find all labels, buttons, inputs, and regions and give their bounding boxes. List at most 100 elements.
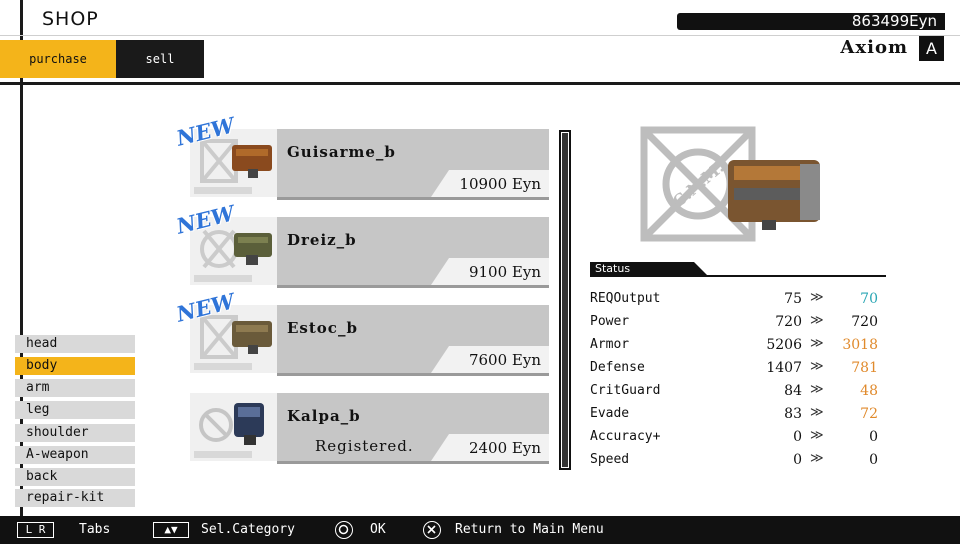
status-header: Status <box>590 262 708 276</box>
compare-arrow-icon: ≫ <box>810 405 824 420</box>
control-hints-bar: L R Tabs ▲▼ Sel.Category OK Return to Ma… <box>0 516 960 544</box>
item-panel: Kalpa_b Registered. 2400 Eyn <box>277 393 549 464</box>
stat-row-defense: Defense 1407 ≫ 781 <box>590 359 886 380</box>
stat-row-crit-guard: CritGuard 84 ≫ 48 <box>590 382 886 403</box>
shop-item[interactable]: Estoc_b 7600 Eyn NEW <box>174 288 550 377</box>
item-thumbnail <box>190 305 277 373</box>
hint-tabs: Tabs <box>79 522 111 537</box>
stat-new: 720 <box>851 314 878 330</box>
price-band <box>431 346 549 373</box>
price-band <box>431 258 549 285</box>
tab-sell[interactable]: sell <box>116 40 204 78</box>
stat-row-power: Power 720 ≫ 720 <box>590 313 886 334</box>
stat-new: 781 <box>851 360 878 376</box>
tab-purchase[interactable]: purchase <box>0 40 116 78</box>
shop-item[interactable]: Kalpa_b Registered. 2400 Eyn <box>190 393 550 465</box>
compare-arrow-icon: ≫ <box>810 336 824 351</box>
stat-label: Evade <box>590 406 630 421</box>
item-price: 7600 Eyn <box>468 351 541 369</box>
stat-current: 5206 <box>766 337 802 353</box>
category-repair-kit[interactable]: repair-kit <box>15 489 135 507</box>
body-part-icon <box>200 315 272 359</box>
stat-new: 72 <box>860 406 878 422</box>
stat-new: 3018 <box>842 337 878 353</box>
character-name: Axiom <box>840 37 908 58</box>
stat-label: REQOutput <box>590 291 661 306</box>
item-name: Kalpa_b <box>287 407 361 425</box>
body-part-icon <box>200 139 272 183</box>
shop-item[interactable]: Dreiz_b 9100 Eyn NEW <box>174 200 550 289</box>
item-thumbnail <box>190 217 277 285</box>
stat-label: CritGuard <box>590 383 661 398</box>
category-shoulder[interactable]: shoulder <box>15 424 135 442</box>
rank-badge: A <box>919 36 944 61</box>
stat-row-evade: Evade 83 ≫ 72 <box>590 405 886 426</box>
circle-button-icon <box>335 521 353 539</box>
item-name: Dreiz_b <box>287 231 357 249</box>
money-display: 863499Eyn <box>677 13 945 30</box>
stat-row-speed: Speed 0 ≫ 0 <box>590 451 886 472</box>
compare-arrow-icon: ≫ <box>810 451 824 466</box>
stat-label: Accuracy+ <box>590 429 661 444</box>
stat-current: 84 <box>784 383 802 399</box>
compare-arrow-icon: ≫ <box>810 428 824 443</box>
stat-current: 1407 <box>766 360 802 376</box>
hint-return: Return to Main Menu <box>455 522 604 537</box>
category-body[interactable]: body <box>15 357 135 375</box>
body-part-icon <box>200 229 272 269</box>
stat-row-req-output: REQOutput 75 ≫ 70 <box>590 290 886 311</box>
body-part-icon <box>199 403 264 445</box>
category-a-weapon[interactable]: A-weapon <box>15 446 135 464</box>
lr-button-icon: L R <box>17 522 54 538</box>
dpad-updown-icon: ▲▼ <box>153 522 189 538</box>
item-price: 2400 Eyn <box>468 439 541 457</box>
item-price: 9100 Eyn <box>468 263 541 281</box>
serial-code <box>194 363 252 370</box>
header-subline <box>0 35 960 36</box>
compare-arrow-icon: ≫ <box>810 359 824 374</box>
compare-arrow-icon: ≫ <box>810 382 824 397</box>
stat-new: 0 <box>869 452 878 468</box>
compare-arrow-icon: ≫ <box>810 313 824 328</box>
cnm-logo-icon: C.N.M. <box>640 126 820 242</box>
item-panel: Estoc_b 7600 Eyn <box>277 305 549 376</box>
stat-new: 0 <box>869 429 878 445</box>
stat-current: 83 <box>784 406 802 422</box>
serial-code <box>194 187 252 194</box>
shop-item[interactable]: Guisarme_b 10900 Eyn NEW <box>174 112 550 201</box>
item-price: 10900 Eyn <box>459 175 541 193</box>
item-panel: Guisarme_b 10900 Eyn <box>277 129 549 200</box>
left-divider <box>20 0 23 516</box>
page-title: SHOP <box>42 8 99 30</box>
price-band <box>431 434 549 461</box>
part-preview: C.N.M. <box>640 126 840 244</box>
stat-current: 720 <box>775 314 802 330</box>
stat-label: Speed <box>590 452 630 467</box>
item-name: Estoc_b <box>287 319 358 337</box>
header-divider <box>0 82 960 85</box>
cross-button-icon <box>423 521 441 539</box>
stat-label: Defense <box>590 360 645 375</box>
category-back[interactable]: back <box>15 468 135 486</box>
compare-arrow-icon: ≫ <box>810 290 824 305</box>
scrollbar-thumb[interactable] <box>562 133 568 467</box>
registered-label: Registered. <box>315 437 414 455</box>
stat-current: 75 <box>784 291 802 307</box>
item-name: Guisarme_b <box>287 143 396 161</box>
stat-row-accuracy: Accuracy+ 0 ≫ 0 <box>590 428 886 449</box>
item-thumbnail <box>190 393 277 461</box>
stat-current: 0 <box>793 452 802 468</box>
stat-current: 0 <box>793 429 802 445</box>
hint-ok: OK <box>370 522 386 537</box>
price-band <box>431 170 549 197</box>
stat-new: 70 <box>860 291 878 307</box>
category-leg[interactable]: leg <box>15 401 135 419</box>
status-rule <box>590 275 886 277</box>
stat-new: 48 <box>860 383 878 399</box>
category-head[interactable]: head <box>15 335 135 353</box>
item-thumbnail <box>190 129 277 197</box>
serial-code <box>194 275 252 282</box>
category-arm[interactable]: arm <box>15 379 135 397</box>
serial-code <box>194 451 252 458</box>
item-panel: Dreiz_b 9100 Eyn <box>277 217 549 288</box>
